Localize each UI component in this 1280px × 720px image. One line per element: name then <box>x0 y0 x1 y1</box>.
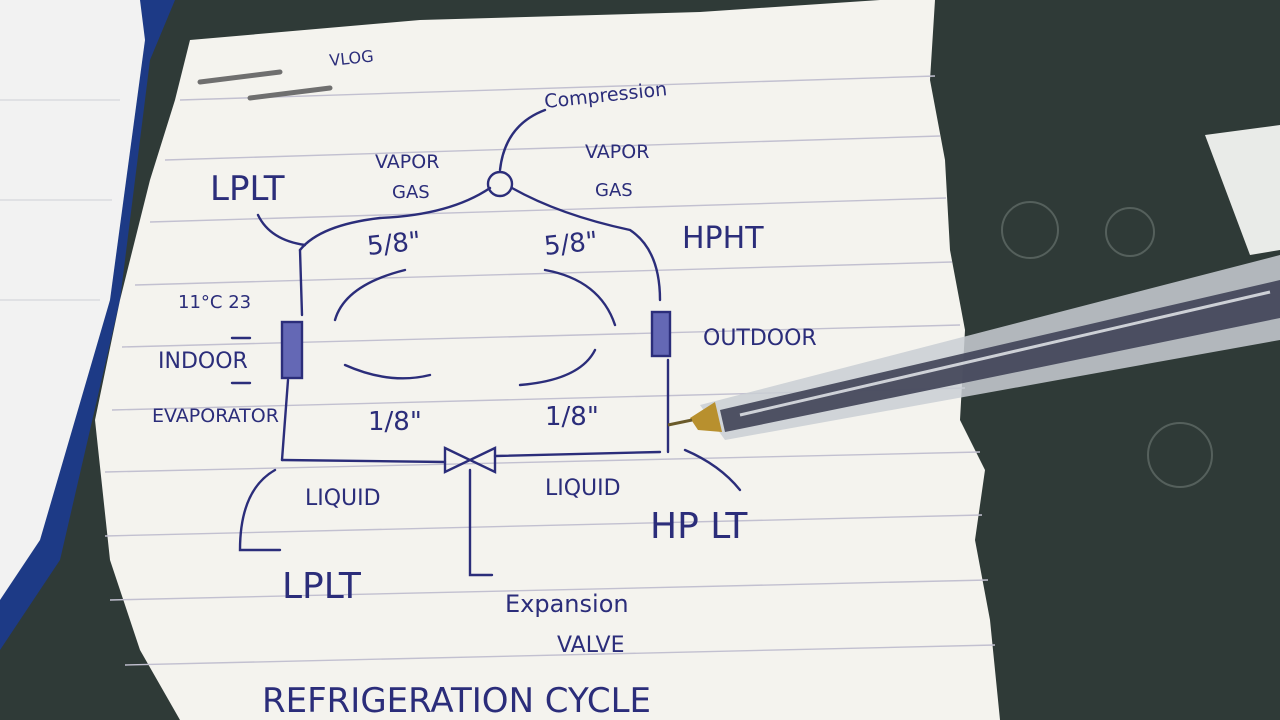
page-title: REFRIGERATION CYCLE <box>262 681 651 720</box>
lplt-top-label: LPLT <box>210 169 285 209</box>
right-vapor-label: VAPOR <box>585 141 649 163</box>
liquid-left-label: LIQUID <box>305 486 381 511</box>
table-stain <box>1147 422 1213 488</box>
outdoor-label: OUTDOOR <box>703 326 817 351</box>
table-stain <box>1105 207 1155 257</box>
refrigerant-loop <box>230 108 742 577</box>
paper-scrap <box>1205 125 1280 255</box>
right-gas-label: GAS <box>595 180 633 201</box>
expansion-valve-icon <box>443 446 497 474</box>
paper-sheet <box>95 0 1000 720</box>
pencil-mark <box>247 85 333 101</box>
table-stain <box>1001 201 1059 259</box>
pipe-top-left-label: 5/8" <box>366 227 423 262</box>
hplt-bottom-label: HP LT <box>650 506 748 547</box>
pipe-top-right-label: 5/8" <box>543 227 600 262</box>
valve-label: VALVE <box>557 633 624 658</box>
pipe-bottom-right-label: 1/8" <box>545 402 599 432</box>
pencil-mark <box>197 69 283 85</box>
left-gas-label: GAS <box>392 182 430 203</box>
indoor-label: INDOOR <box>158 349 248 374</box>
left-vapor-label: VAPOR <box>375 151 439 173</box>
corner-label: VLOG <box>328 46 374 70</box>
temp-label: 11°C 23 <box>178 292 251 313</box>
expansion-label: Expansion <box>505 590 629 618</box>
coil-icon <box>650 310 672 358</box>
compressor-symbol-icon <box>486 170 514 198</box>
lplt-bottom-label: LPLT <box>282 566 362 607</box>
pipe-bottom-left-label: 1/8" <box>368 407 422 437</box>
pen-icon <box>667 255 1280 440</box>
coil-icon <box>280 320 304 380</box>
hpht-label: HPHT <box>682 221 764 256</box>
evaporator-label: EVAPORATOR <box>152 405 279 427</box>
liquid-right-label: LIQUID <box>545 476 621 501</box>
